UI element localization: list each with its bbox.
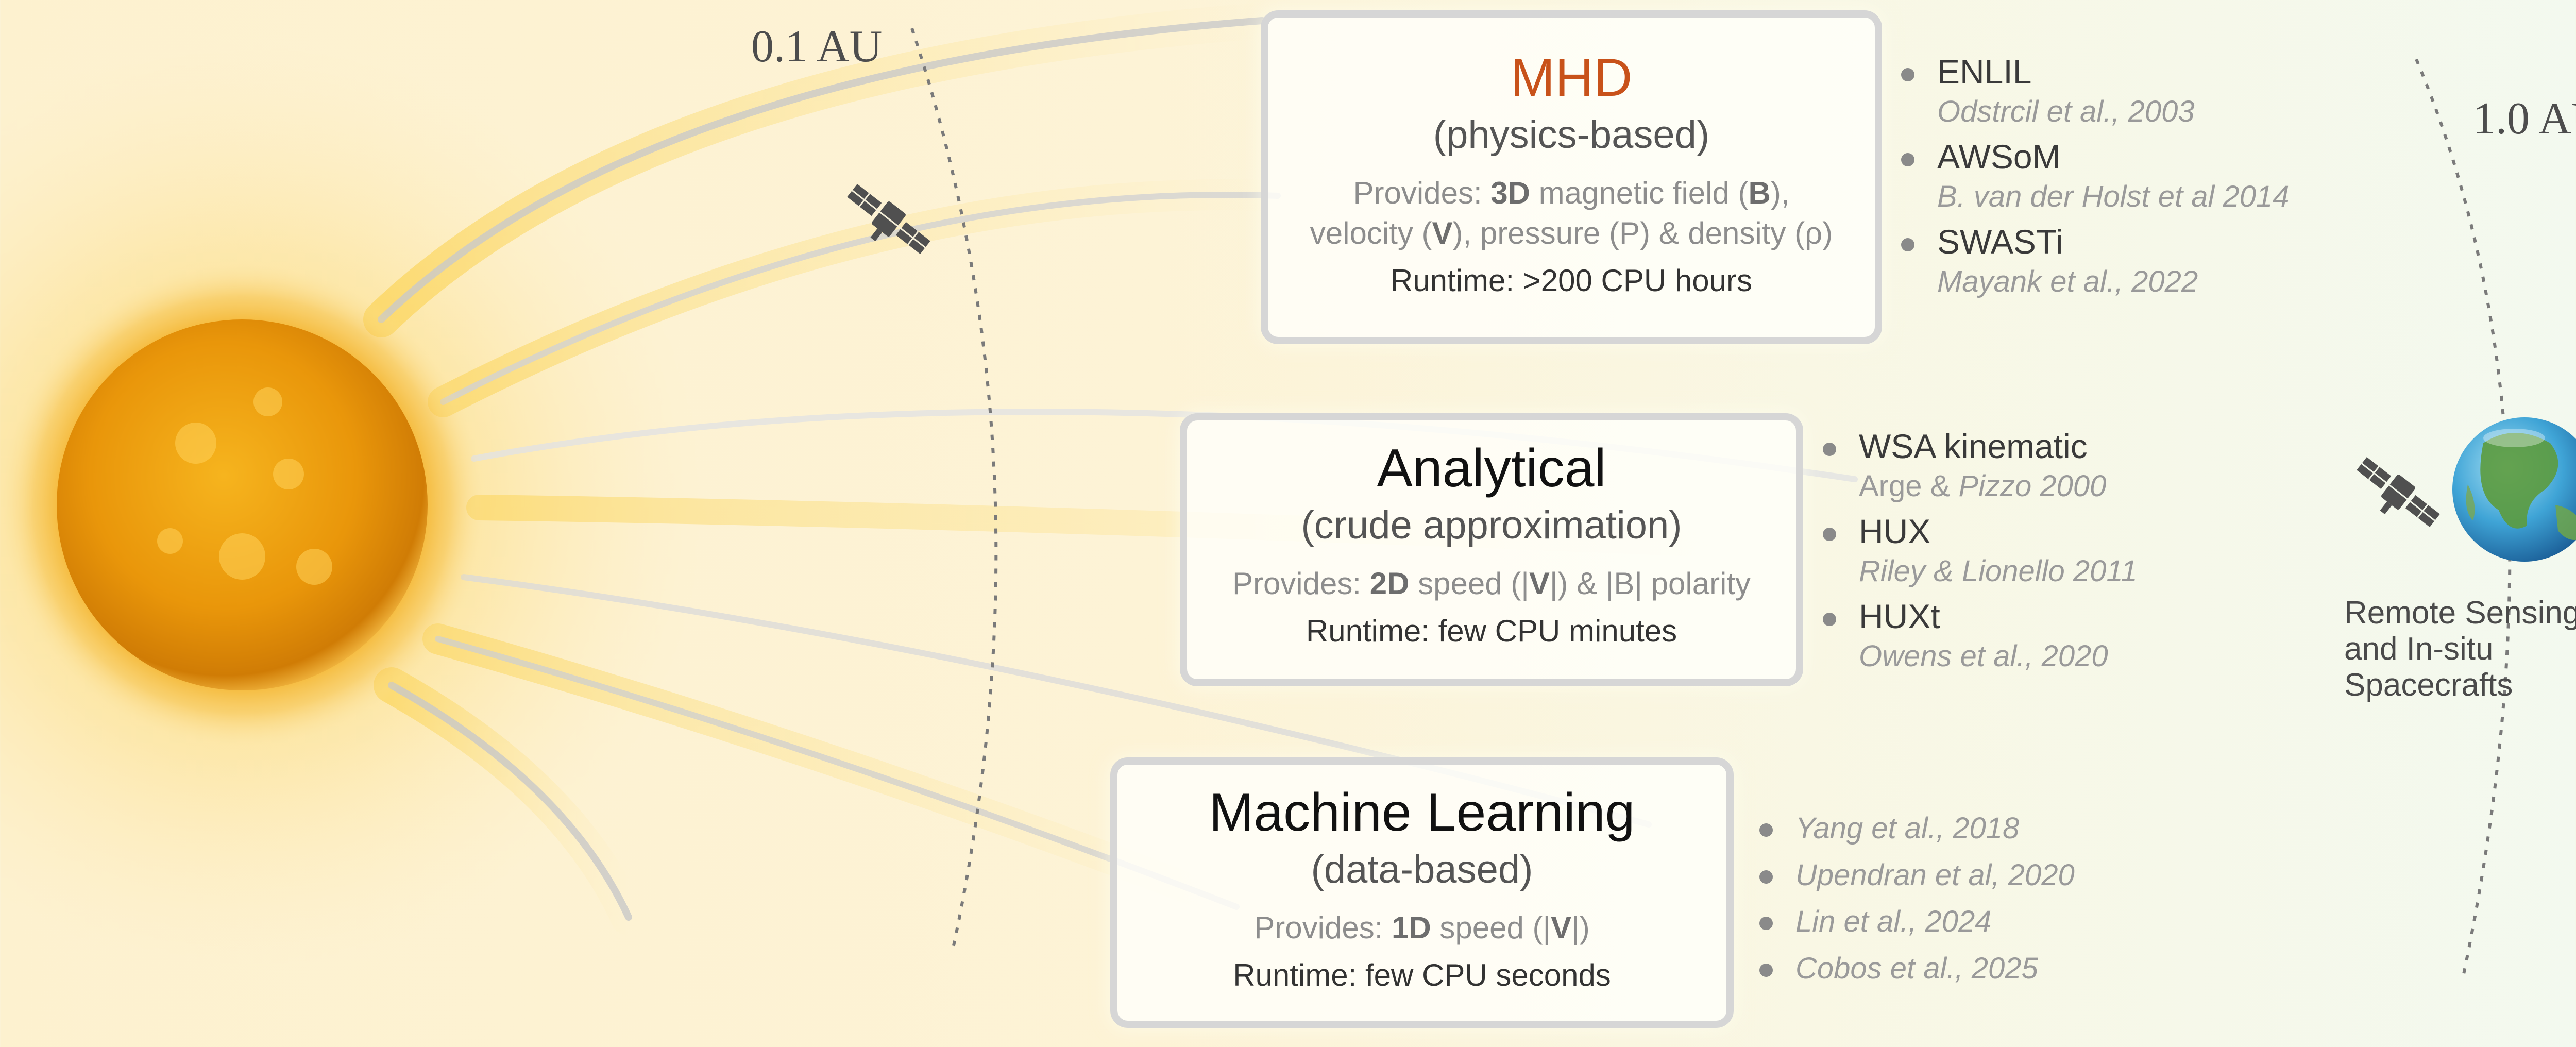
ml-runtime: Runtime: few CPU seconds: [1233, 957, 1611, 992]
mhd-runtime: Runtime: >200 CPU hours: [1390, 263, 1752, 298]
list-item: AWSoM B. van der Holst et al 2014: [1901, 136, 2290, 215]
model-reference: Mayank et al., 2022: [1937, 264, 2198, 298]
bullet-icon: [1759, 917, 1773, 930]
sun-image: [0, 263, 484, 747]
list-item: ENLIL Odstrcil et al., 2003: [1901, 50, 2290, 130]
au-label-inner: 0.1 AU: [751, 22, 883, 72]
model-reference: Riley & Lionello 2011: [1859, 554, 2138, 588]
model-reference: Upendran et al, 2020: [1795, 858, 2075, 892]
list-item: Yang et al., 2018: [1759, 810, 2075, 848]
mhd-model-list: ENLIL Odstrcil et al., 2003 AWSoM B. van…: [1901, 50, 2290, 306]
satellite-icon: [2357, 457, 2440, 528]
satellite-icon: [847, 183, 930, 255]
model-reference: Lin et al., 2024: [1795, 905, 1992, 938]
model-name: WSA kinematic: [1859, 427, 2088, 465]
model-reference: Owens et al., 2020: [1859, 639, 2108, 673]
solar-wind-streamers: [363, 3, 1858, 935]
mhd-box: MHD (physics-based) Provides: 3D magneti…: [1261, 10, 1882, 344]
bullet-icon: [1901, 68, 1914, 81]
ml-title: Machine Learning: [1209, 783, 1635, 842]
analytical-provides: Provides: 2D speed (|V|) & |B| polarity: [1232, 566, 1751, 601]
model-name: ENLIL: [1937, 53, 2032, 91]
list-item: SWASTi Mayank et al., 2022: [1901, 221, 2290, 300]
mhd-provides: Provides: 3D magnetic field (B), velocit…: [1310, 175, 1833, 250]
ml-subtitle: (data-based): [1311, 848, 1533, 892]
model-reference: B. van der Holst et al 2014: [1937, 179, 2290, 213]
bullet-icon: [1759, 823, 1773, 837]
model-reference: Yang et al., 2018: [1795, 812, 2020, 845]
bullet-icon: [1759, 870, 1773, 884]
model-name: HUXt: [1859, 597, 1940, 635]
bullet-icon: [1901, 153, 1914, 166]
bullet-icon: [1901, 238, 1914, 251]
earth-globe-icon: [2452, 417, 2576, 562]
remote-sensing-label: Remote Sensing and In-situ Spacecrafts: [2344, 595, 2576, 703]
analytical-subtitle: (crude approximation): [1301, 503, 1682, 548]
bullet-icon: [1823, 528, 1836, 541]
list-item: Upendran et al, 2020: [1759, 857, 2075, 894]
model-name: SWASTi: [1937, 223, 2063, 261]
au-0-1-arc: [910, 28, 998, 949]
au-label-outer: 1.0 AU: [2473, 94, 2576, 144]
model-name: HUX: [1859, 512, 1931, 550]
model-reference: Cobos et al., 2025: [1795, 951, 2038, 985]
ml-provides: Provides: 1D speed (|V|): [1254, 910, 1590, 945]
model-reference: Arge & Pizzo 2000: [1859, 469, 2107, 503]
model-name: AWSoM: [1937, 138, 2061, 176]
ml-reference-list: Yang et al., 2018 Upendran et al, 2020 L…: [1759, 810, 2075, 997]
ml-box: Machine Learning (data-based) Provides: …: [1110, 757, 1734, 1028]
analytical-box: Analytical (crude approximation) Provide…: [1180, 413, 1803, 686]
model-reference: Odstrcil et al., 2003: [1937, 94, 2195, 128]
mhd-title: MHD: [1510, 48, 1633, 108]
analytical-model-list: WSA kinematic Arge & Pizzo 2000 HUX Rile…: [1823, 425, 2138, 680]
analytical-runtime: Runtime: few CPU minutes: [1306, 613, 1677, 648]
list-item: Cobos et al., 2025: [1759, 950, 2075, 988]
list-item: HUX Riley & Lionello 2011: [1823, 510, 2138, 590]
bullet-icon: [1823, 443, 1836, 456]
bullet-icon: [1759, 963, 1773, 977]
mhd-subtitle: (physics-based): [1433, 113, 1710, 157]
analytical-title: Analytical: [1377, 438, 1606, 498]
list-item: WSA kinematic Arge & Pizzo 2000: [1823, 425, 2138, 505]
bullet-icon: [1823, 613, 1836, 626]
list-item: HUXt Owens et al., 2020: [1823, 595, 2138, 675]
list-item: Lin et al., 2024: [1759, 903, 2075, 941]
